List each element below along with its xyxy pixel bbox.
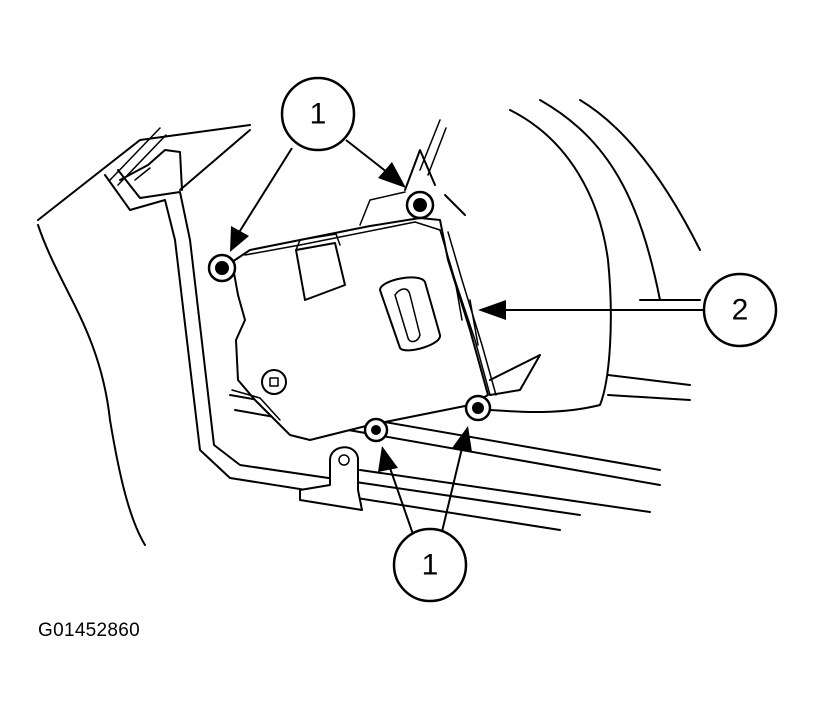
bolt-upper-right <box>405 190 435 220</box>
control-module <box>231 119 541 441</box>
bolt-upper-left <box>207 253 237 283</box>
callout-1-top: 1 <box>280 76 356 152</box>
arrow-to-module <box>478 300 706 320</box>
callout-label: 1 <box>422 549 439 582</box>
arrow-to-upper-right-bolt <box>345 139 406 188</box>
leader-arrows <box>230 139 706 541</box>
bolt-lower-middle <box>363 417 389 443</box>
callout-2-right: 2 <box>702 272 778 348</box>
arrow-to-lower-right-bolt <box>439 426 472 541</box>
callout-1-bottom: 1 <box>392 527 468 603</box>
arrow-to-upper-left-bolt <box>230 147 293 252</box>
bolt-lower-right <box>464 394 492 422</box>
arrow-to-lower-middle-bolt <box>378 446 416 541</box>
figure-id: G01452860 <box>38 620 141 641</box>
callout-label: 2 <box>732 294 749 327</box>
mounting-bolts <box>207 190 492 443</box>
callout-label: 1 <box>310 98 327 131</box>
